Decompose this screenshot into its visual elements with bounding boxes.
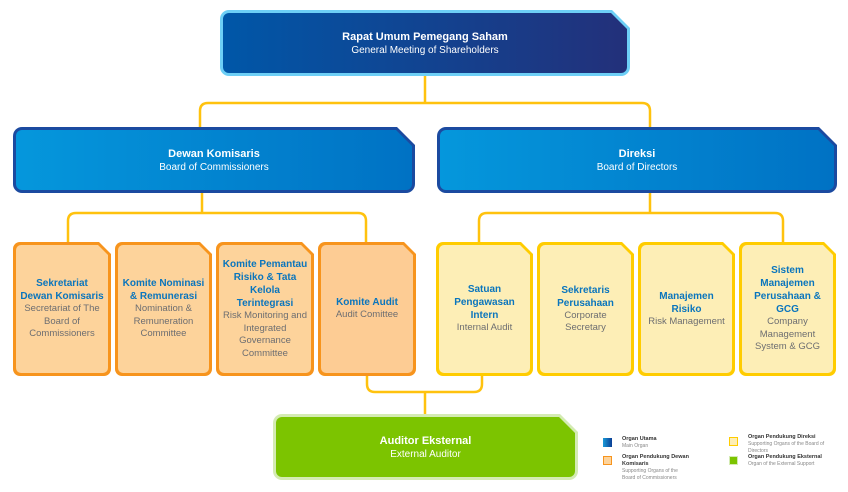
support-subtitle: Audit Comittee: [335, 309, 399, 321]
legend-subtitle: Supporting Organs of the Board of Commis…: [622, 468, 678, 481]
commissioner-support-box: Komite Pemantau Risiko & Tata Kelola Ter…: [216, 242, 314, 376]
legend-title: Organ Pendukung Dewan Komisaris: [622, 454, 689, 467]
support-subtitle: Internal Audit: [456, 322, 513, 334]
support-title: Komite Nominasi & Remunerasi: [122, 278, 205, 303]
legend-item-director-support: Organ Pendukung Direksi Supporting Organ…: [729, 434, 844, 454]
legend-swatch-main: [603, 438, 612, 447]
legend-title: Organ Pendukung Eksternal: [748, 454, 822, 460]
external-auditor-box: Auditor Eksternal External Auditor: [273, 414, 578, 480]
director-support-box: Manajemen Risiko Risk Management: [638, 242, 735, 376]
connector-audit-to-external: [365, 375, 484, 414]
external-auditor-title: Auditor Eksternal: [379, 434, 472, 447]
rups-subtitle: General Meeting of Shareholders: [351, 44, 499, 56]
director-support-box: Sistem Manajemen Perusahaan & GCG Compan…: [739, 242, 836, 376]
legend-title: Organ Utama: [622, 436, 657, 442]
commissioner-support-box: Komite Audit Audit Comittee: [318, 242, 416, 376]
external-auditor-subtitle: External Auditor: [390, 448, 461, 460]
support-subtitle: Secretariat of The Board of Commissioner…: [24, 303, 100, 340]
legend-swatch-orange: [603, 456, 612, 465]
legend-subtitle: Organ of the External Support: [748, 461, 815, 467]
support-title: Sistem Manajemen Perusahaan & GCG: [754, 265, 821, 316]
board-of-directors-title: Direksi: [618, 147, 656, 160]
rups-box: Rapat Umum Pemegang Saham General Meetin…: [220, 10, 630, 76]
connector-directors-to-support: [477, 193, 785, 243]
support-subtitle: Risk Monitoring and Integrated Governanc…: [223, 310, 307, 359]
connector-rups-to-boards: [198, 76, 652, 127]
support-title: Sekretariat Dewan Komisaris: [20, 278, 104, 303]
commissioner-support-box: Sekretariat Dewan Komisaris Secretariat …: [13, 242, 111, 376]
legend-swatch-green: [729, 456, 738, 465]
legend-subtitle: Main Organ: [622, 443, 649, 449]
board-of-commissioners-box: Dewan Komisaris Board of Commissioners: [13, 127, 415, 193]
board-of-commissioners-title: Dewan Komisaris: [168, 147, 260, 160]
support-title: Komite Pemantau Risiko & Tata Kelola Ter…: [222, 259, 308, 309]
legend-subtitle: Supporting Organs of the Board of Direct…: [748, 441, 825, 454]
board-of-directors-subtitle: Board of Directors: [596, 161, 678, 173]
rups-title: Rapat Umum Pemegang Saham: [342, 30, 508, 43]
support-title: Manajemen Risiko: [659, 290, 714, 315]
legend-item-commissioner-support: Organ Pendukung Dewan Komisaris Supporti…: [603, 454, 713, 481]
support-subtitle: Risk Management: [648, 315, 725, 327]
connector-commissioners-to-support: [66, 193, 368, 243]
support-title: Sekretaris Perusahaan: [557, 284, 614, 309]
commissioner-support-box: Komite Nominasi & Remunerasi Nomination …: [115, 242, 212, 376]
support-subtitle: Nomination & Remuneration Committee: [133, 303, 194, 340]
director-support-box: Satuan Pengawasan Intern Internal Audit: [436, 242, 533, 376]
support-subtitle: Corporate Secretary: [564, 309, 607, 333]
legend-swatch-yellow: [729, 437, 738, 446]
legend-item-main-organ: Organ Utama Main Organ: [603, 436, 657, 450]
director-support-box: Sekretaris Perusahaan Corporate Secretar…: [537, 242, 634, 376]
support-subtitle: Company Management System & GCG: [755, 316, 820, 353]
support-title: Satuan Pengawasan Intern: [454, 284, 515, 322]
legend-item-external-support: Organ Pendukung Eksternal Organ of the E…: [729, 454, 844, 468]
board-of-commissioners-subtitle: Board of Commissioners: [159, 161, 269, 173]
board-of-directors-box: Direksi Board of Directors: [437, 127, 837, 193]
support-title: Komite Audit: [336, 297, 398, 309]
legend-title: Organ Pendukung Direksi: [748, 434, 816, 440]
